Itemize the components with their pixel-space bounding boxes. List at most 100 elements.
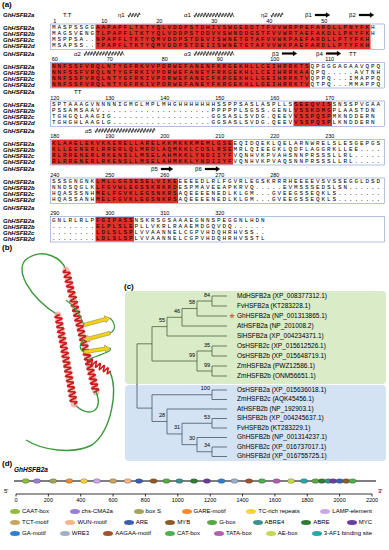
legend-label: AE-box xyxy=(278,530,298,536)
bootstrap-value: 34 xyxy=(204,443,210,449)
ruler-number: 50 xyxy=(321,19,327,25)
ruler-number: 180 xyxy=(50,134,59,140)
secondary-structure-label: β3 xyxy=(272,51,279,57)
sequence-name: GhHSFB2d xyxy=(3,236,35,242)
sequence-text: MSAPSS..TPAPFLTKTYQMVDDPSTDEIISWNETGTAFV… xyxy=(52,43,371,49)
sequence-name: GhHSFB2a xyxy=(3,179,34,185)
legend-swatch xyxy=(10,531,20,536)
ruler-number: 200 xyxy=(160,134,169,140)
legend-label: GARE-motif xyxy=(194,508,226,514)
secondary-structure-label: β1 xyxy=(305,12,312,18)
bootstrap-value: 99 xyxy=(204,363,210,369)
sequence-name: GhHSFB2b xyxy=(3,224,35,230)
leaf-label: GhHSFB2b (NP_001314237.1) xyxy=(237,434,327,441)
strand-end-label: 3' xyxy=(378,488,382,494)
axis-tick-label: 2000 xyxy=(334,498,346,504)
bootstrap-value: 35 xyxy=(204,343,210,349)
ruler-number: 60 xyxy=(52,57,58,63)
cis-element-marker xyxy=(258,479,265,484)
sequence-name: GhHSFB2a xyxy=(3,25,34,31)
legend-swatch xyxy=(301,520,311,525)
bootstrap-value: 55 xyxy=(159,318,165,324)
ruler-number: 230 xyxy=(325,134,334,140)
ruler-number: 70 xyxy=(107,57,113,63)
ruler-number: 140 xyxy=(160,96,169,102)
leaf-label: OsHSFB2a (XP_015636018.1) xyxy=(237,387,326,394)
axis-tick xyxy=(307,494,308,497)
cis-element-marker xyxy=(231,479,238,484)
legend-label: chs-CMA2a xyxy=(82,508,113,514)
ruler-number: 30 xyxy=(211,19,217,25)
axis-tick-label: 800 xyxy=(141,498,150,504)
sequence-text: ........LDLSLSPLVVAANNELCGPVHDQHRHVSSTL xyxy=(52,236,267,242)
cis-element-marker xyxy=(343,479,350,484)
cis-element-marker xyxy=(33,479,40,484)
legend-label: GA-motif xyxy=(22,530,46,536)
leaf-label: ZmHSFB2a (PWZ12586.1) xyxy=(237,363,315,370)
helix-symbol xyxy=(271,13,283,17)
legend-swatch xyxy=(214,531,224,536)
secondary-structure-label: β5 xyxy=(151,166,158,172)
ruler-number: 90 xyxy=(217,57,223,63)
ruler-number: 170 xyxy=(325,96,334,102)
axis-tick xyxy=(339,494,340,497)
sequence-text: RLRRENERLRKENSLLMSELAHMKKLYNDIIYFVQNHVKP… xyxy=(52,159,382,165)
sequence-name: GhHSFB2d xyxy=(3,120,35,126)
legend-swatch xyxy=(103,531,113,536)
legend-label: WRE3 xyxy=(72,530,89,536)
protein-coil xyxy=(22,254,66,315)
cis-element-marker xyxy=(66,479,73,484)
bootstrap-value: 31 xyxy=(174,425,180,431)
cis-element-marker xyxy=(163,479,170,484)
secondary-structure-label: T.T xyxy=(63,12,71,18)
axis-tick-label: 400 xyxy=(76,498,85,504)
secondary-structure-label: β2 xyxy=(349,12,356,18)
ruler-number: 240 xyxy=(50,173,59,179)
legend-swatch xyxy=(60,531,70,536)
sequence-name: GhHSFB2a xyxy=(3,218,34,224)
leaf-label: OsHSFB2b (XP_015648719.1) xyxy=(237,353,326,360)
helix-symbol xyxy=(84,51,124,55)
leaf-label: GhHSFB2d (XP_016755725.1) xyxy=(237,453,327,460)
helix-symbol xyxy=(194,13,234,17)
legend-swatch xyxy=(165,531,175,536)
ruler-number: 160 xyxy=(270,96,279,102)
cis-element-marker xyxy=(203,479,210,484)
bootstrap-value: 100 xyxy=(201,386,210,392)
axis-tick xyxy=(210,494,211,497)
leaf-label: AtHSFB2a (NP_201008.2) xyxy=(237,323,314,330)
legend-swatch xyxy=(182,509,192,514)
ruler-number: 270 xyxy=(215,173,224,179)
helix-symbol xyxy=(128,13,140,17)
sequence-name: GhHSFB2a xyxy=(3,128,34,134)
leaf-label: AtHSFB2b (NP_192903.1) xyxy=(237,406,314,413)
ruler-number: 10 xyxy=(101,19,107,25)
cis-element-marker xyxy=(50,479,57,484)
alignment-frame xyxy=(51,101,385,127)
alignment-frame xyxy=(51,178,385,204)
secondary-structure-label: η1 xyxy=(118,12,125,18)
ruler-number: 250 xyxy=(105,173,114,179)
legend-swatch xyxy=(70,509,80,514)
strand-arrow xyxy=(315,12,330,17)
leaf-label: FvHSFB2b (KT283229.1) xyxy=(237,425,310,432)
legend-label: TCT-motif xyxy=(22,519,48,525)
leaf-label: GhHSFB2c (XP_016737017.1) xyxy=(237,444,326,451)
cis-element-marker xyxy=(312,479,319,484)
ruler-number: 300 xyxy=(105,211,114,217)
sequence-name: GhHSFB2b xyxy=(3,147,35,153)
bootstrap-value: 84 xyxy=(204,293,210,299)
protein-coil xyxy=(80,340,84,352)
sequence-name: GhHSFB2a xyxy=(3,64,34,70)
sequence-name: GhHSFB2a xyxy=(3,141,34,147)
legend-swatch xyxy=(10,509,20,514)
ruler-number: 80 xyxy=(162,57,168,63)
clade-band: MdHSFB2a (XP_008377312.1)FvHSFB2a (KT283… xyxy=(125,291,386,384)
secondary-structure-label: α1 xyxy=(184,12,191,18)
legend-label: LAMP-element xyxy=(332,508,372,514)
legend-swatch xyxy=(347,520,357,525)
bootstrap-value: 53 xyxy=(204,415,210,421)
legend-swatch xyxy=(165,520,175,525)
cis-element-marker xyxy=(176,479,183,484)
